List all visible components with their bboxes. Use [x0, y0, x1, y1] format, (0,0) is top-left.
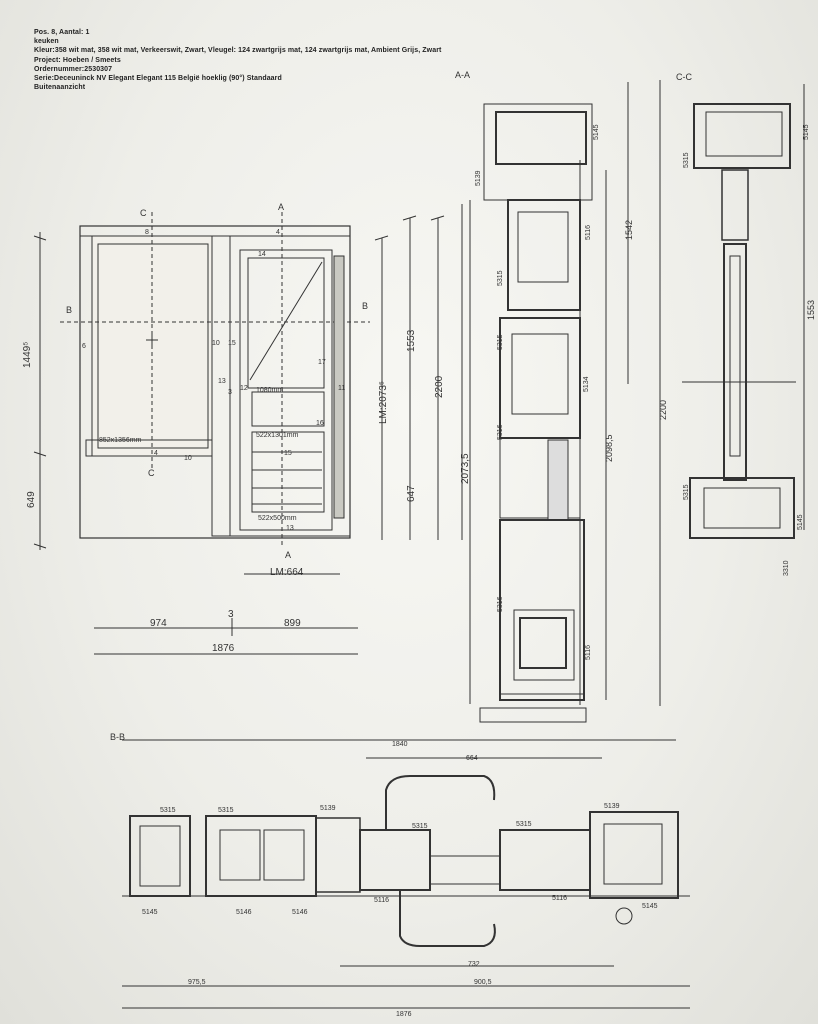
tag-10: 10 — [212, 340, 220, 347]
aa-dim-2200: 2200 — [658, 400, 668, 420]
label-c-top: C — [140, 208, 147, 218]
tag-15: 15 — [228, 340, 236, 347]
tag-6: 6 — [82, 343, 86, 350]
panel-1080: 1080mm — [256, 387, 283, 394]
bb-5145b: 5145 — [642, 903, 658, 910]
bb-5145a: 5145 — [142, 909, 158, 916]
label-b-left: B — [66, 305, 72, 315]
dim-974: 974 — [150, 618, 167, 629]
dim-2200: 2200 — [434, 375, 445, 398]
aa-5134: 5134 — [583, 376, 590, 392]
bb-dim-664: 664 — [466, 755, 478, 762]
tag-15b: 15 — [284, 450, 292, 457]
cc-3310: 3310 — [783, 560, 790, 576]
header-block: Pos. 8, Aantal: 1 keuken Kleur:358 wit m… — [34, 28, 441, 92]
tag-14: 14 — [258, 251, 266, 258]
bb-5146b: 5146 — [292, 909, 308, 916]
aa-5316a: 5316 — [497, 424, 504, 440]
dim-lm2073: LM:2073⁵ — [378, 381, 389, 424]
bb-5139a: 5139 — [320, 805, 336, 812]
header-line-project: Project: Hoeben / Smeets — [34, 56, 121, 64]
dim-1449: 1449⁵ — [22, 342, 33, 368]
cc-5315a: 5315 — [683, 152, 690, 168]
tag-4b: 4 — [154, 450, 158, 457]
section-bb — [122, 739, 690, 1009]
bb-5139b: 5139 — [604, 803, 620, 810]
dim-647: 647 — [406, 485, 417, 502]
tag-3: 3 — [228, 389, 232, 396]
cc-5145a: 5145 — [803, 124, 810, 140]
dim-lm664: LM:664 — [270, 567, 304, 578]
tag-10b: 10 — [184, 455, 192, 462]
bb-5315b: 5315 — [218, 807, 234, 814]
aa-5145: 5145 — [593, 124, 600, 140]
bb-dim-975: 975,5 — [188, 979, 206, 986]
label-aa: A-A — [455, 70, 470, 80]
cc-5145b: 5145 — [797, 514, 804, 530]
bb-5315c: 5315 — [412, 823, 428, 830]
label-bb: B-B — [110, 732, 125, 742]
header-line-order: Ordernummer:2530307 — [34, 65, 113, 73]
aa-dim-2098: 2098,5 — [604, 434, 614, 462]
bb-dim-1840: 1840 — [392, 741, 408, 748]
aa-5315a: 5315 — [497, 270, 504, 286]
bb-dim-900: 900,5 — [474, 979, 492, 986]
panel-522-1301: 522x1301mm — [256, 432, 299, 439]
bb-5146a: 5146 — [236, 909, 252, 916]
dim-649: 649 — [26, 491, 37, 508]
header-line-room: keuken — [34, 38, 59, 46]
aa-5116b: 5116 — [585, 645, 592, 660]
dim-1876: 1876 — [212, 643, 235, 654]
bb-5116a: 5116 — [374, 897, 389, 904]
section-aa — [469, 80, 661, 723]
dim-899: 899 — [284, 618, 301, 629]
cc-dim-1553: 1553 — [806, 300, 816, 320]
section-cc — [682, 84, 805, 539]
bb-dim-1876: 1876 — [396, 1011, 412, 1018]
label-b-right: B — [362, 301, 368, 311]
bb-dim-732: 732 — [468, 961, 480, 968]
dim-1553: 1553 — [406, 329, 417, 352]
header-line-color: Kleur:358 wit mat, 358 wit mat, Verkeers… — [34, 47, 442, 55]
header-line-pos: Pos. 8, Aantal: 1 — [34, 29, 90, 36]
panel-522-500: 522x500mm — [258, 515, 297, 522]
aa-5315b: 5315 — [497, 334, 504, 350]
elevation-dimensions — [33, 204, 463, 655]
bb-5315d: 5315 — [516, 821, 532, 828]
label-a-top: A — [278, 202, 284, 212]
aa-dim-1542: 1542 — [624, 220, 634, 240]
panel-left-size: 852x1356mm — [99, 437, 142, 444]
tag-8: 8 — [145, 229, 149, 236]
tag-16: 16 — [316, 420, 324, 427]
tag-13b: 13 — [286, 525, 294, 532]
dim-2073: 2073,5 — [460, 453, 471, 484]
header-line-view: Buitenaanzicht — [34, 84, 86, 92]
label-c-bottom: C — [148, 468, 155, 478]
tag-11: 11 — [338, 385, 345, 392]
header-line-series: Serie:Deceuninck NV Elegant Elegant 115 … — [34, 75, 282, 83]
bb-5116b: 5116 — [552, 895, 567, 902]
aa-5139: 5139 — [475, 170, 482, 186]
tag-13: 13 — [218, 378, 226, 385]
cc-5315b: 5315 — [683, 484, 690, 500]
aa-5316b: 5316 — [497, 596, 504, 612]
dim-3: 3 — [228, 609, 234, 620]
label-a-bottom: A — [285, 550, 291, 560]
tag-12: 12 — [240, 385, 248, 392]
tag-17: 17 — [318, 359, 326, 366]
tag-4: 4 — [276, 229, 280, 236]
aa-5116: 5116 — [585, 225, 592, 240]
bb-5315a: 5315 — [160, 807, 176, 814]
elevation-view — [60, 212, 370, 548]
label-cc: C-C — [676, 72, 692, 82]
